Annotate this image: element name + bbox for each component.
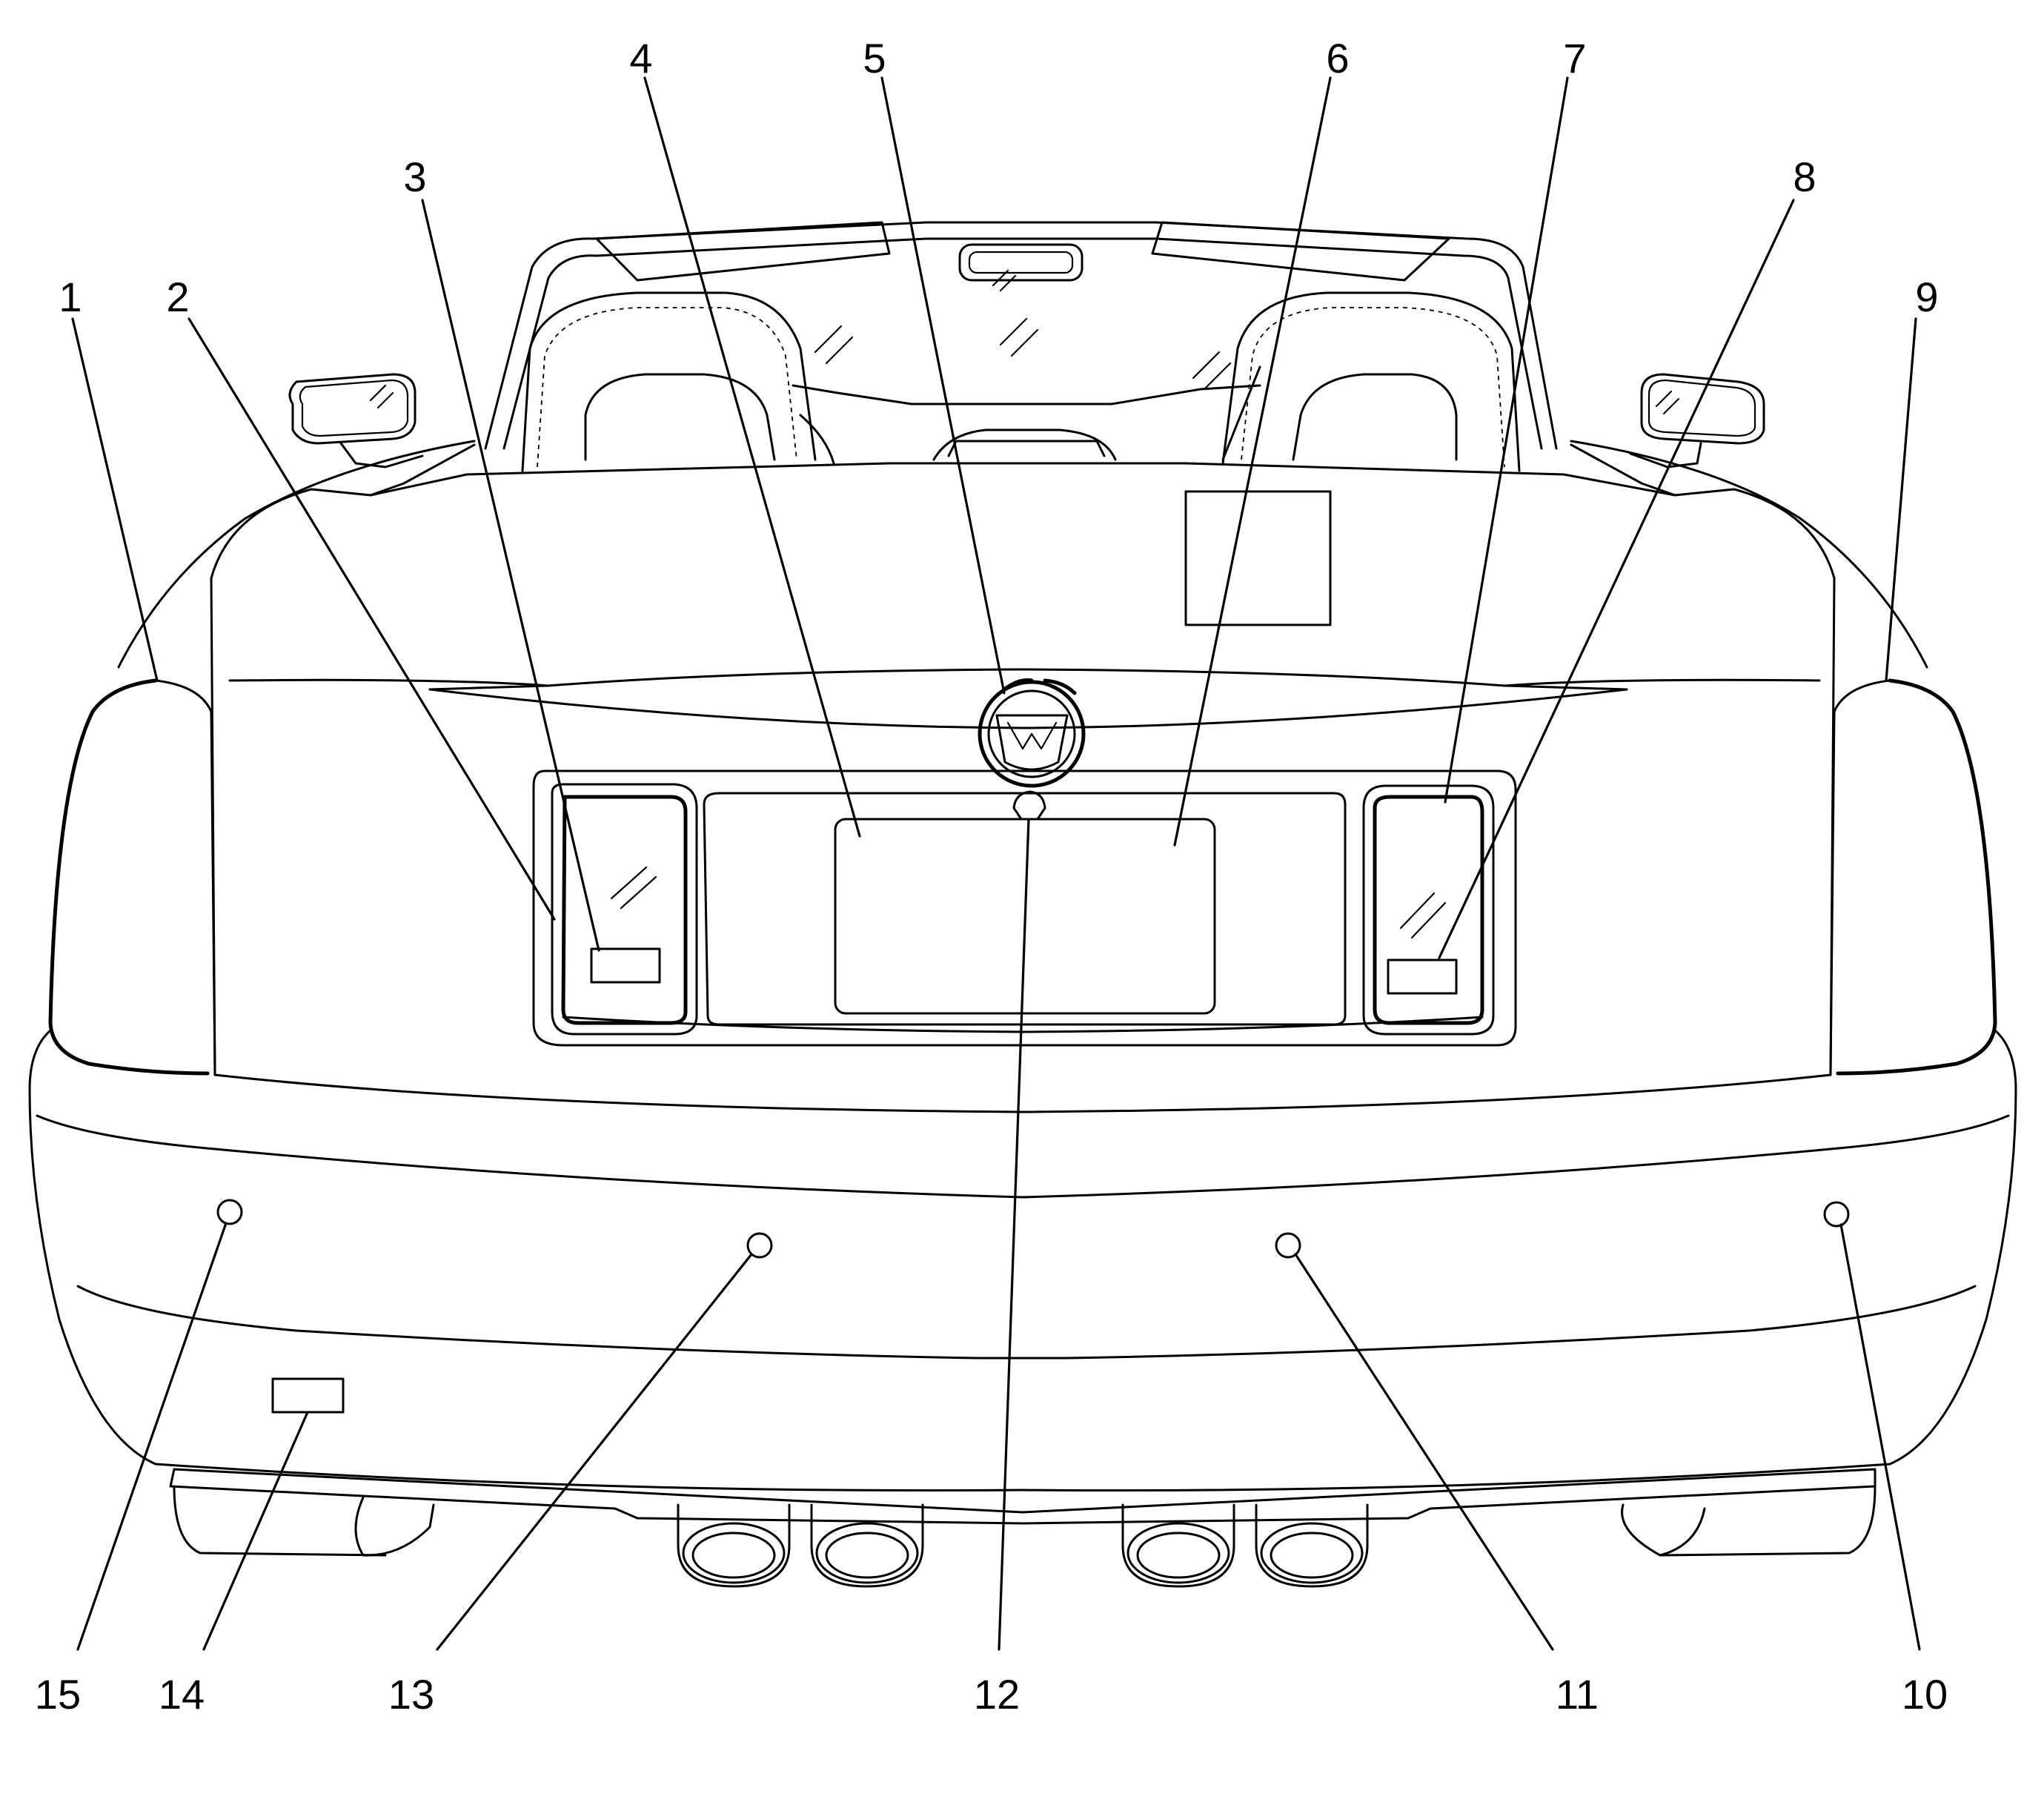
leader-6: [1173, 76, 1332, 847]
leader-7: [1444, 76, 1569, 804]
sensor-inner-left: [746, 1232, 773, 1259]
right-seat: [1221, 291, 1521, 472]
leader-11: [1294, 1253, 1554, 1651]
left-tire: [173, 1485, 435, 1557]
lower-fascia: [169, 1468, 1877, 1525]
callout-4: 4: [629, 35, 652, 82]
callout-6: 6: [1326, 35, 1349, 82]
leader-14: [202, 1411, 309, 1651]
callout-8: 8: [1793, 153, 1816, 200]
callout-9: 9: [1915, 274, 1938, 320]
sensor-outer-left: [216, 1199, 243, 1225]
license-plate-housing: [532, 769, 1517, 1047]
glass-marks: [814, 269, 1232, 391]
cadillac-emblem: [978, 678, 1086, 788]
bumper-label: [271, 1377, 345, 1414]
left-outer-tail-lamp: [48, 678, 216, 1076]
leader-2: [188, 317, 556, 921]
leader-3: [421, 199, 600, 952]
callout-labels: 1 2 3 4 5 6 7 8 9 10 11 12 13 14 15: [35, 35, 1948, 1718]
callout-10: 10: [1902, 1671, 1948, 1718]
right-mirror: [1629, 373, 1765, 469]
callout-11: 11: [1556, 1671, 1599, 1718]
lamp-label-right: [1387, 959, 1458, 995]
callout-7: 7: [1563, 35, 1586, 82]
park-assist-sensors: [216, 1199, 1850, 1259]
callout-12: 12: [974, 1671, 1020, 1718]
leader-4: [643, 76, 861, 838]
right-center-tail-lamp: [1362, 784, 1495, 1036]
callout-2: 2: [166, 274, 189, 320]
callout-13: 13: [388, 1671, 434, 1718]
left-seat: [521, 291, 835, 472]
leader-9: [1885, 317, 1917, 682]
sensor-inner-right: [1275, 1232, 1301, 1259]
callout-15: 15: [35, 1671, 81, 1718]
rear-bumper: [28, 1029, 2017, 1492]
console: [792, 384, 1261, 461]
left-mirror: [288, 373, 424, 469]
callout-14: 14: [159, 1671, 205, 1718]
right-tire: [1621, 1485, 1877, 1557]
leader-13: [436, 1253, 753, 1651]
lamp-label-left: [590, 947, 661, 984]
exhaust-tips: [677, 1503, 1369, 1588]
deck-crease: [228, 668, 1821, 729]
leader-lines: [71, 76, 1921, 1651]
leader-15: [76, 1222, 228, 1651]
callout-5: 5: [863, 35, 886, 82]
leader-10: [1839, 1223, 1921, 1651]
sensor-outer-right: [1823, 1201, 1850, 1228]
leader-5: [880, 76, 1006, 695]
right-outer-tail-lamp: [1829, 678, 1997, 1076]
leader-8: [1438, 199, 1795, 959]
windshield-frame: [484, 221, 1558, 450]
leader-1: [71, 317, 159, 682]
callout-3: 3: [403, 153, 426, 200]
deck-label-box: [1184, 490, 1332, 626]
left-center-tail-lamp: [551, 783, 698, 1036]
callout-1: 1: [59, 274, 82, 320]
leader-12: [998, 818, 1030, 1651]
